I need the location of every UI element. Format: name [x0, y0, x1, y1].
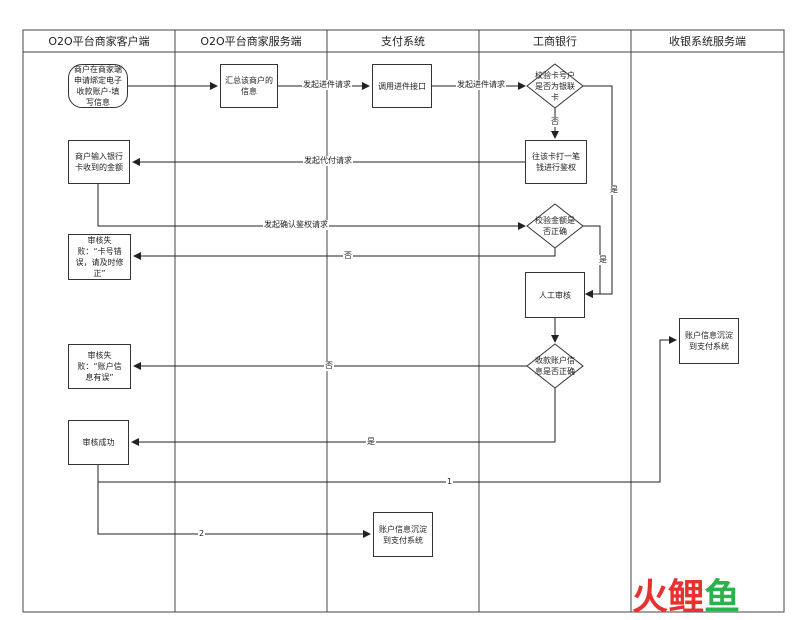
check-account-text: 收款账户信 息是否正确 [535, 356, 575, 376]
swimlane-frame [22, 29, 785, 613]
fail-card-node: 审核失 败：“卡号错 误，请及时修 正” [68, 234, 131, 280]
edge-checkamount-fail [133, 248, 556, 260]
edge-label-e6: 发起确认鉴权请求 [263, 220, 329, 230]
debit-node: 往该卡打一笔 钱进行鉴权 [525, 140, 587, 184]
edge-label-e1: 发起进件请求 [302, 80, 352, 90]
edge-label-e12: 2 [198, 529, 206, 539]
edge-label-e11: 1 [446, 477, 454, 487]
check-card-text: 校验卡号户 是否为银联 卡 [535, 70, 575, 102]
lane-header-merchant-server: O2O平台商家服务端 [200, 35, 302, 48]
edge-label-e3: 否 [550, 117, 560, 127]
summary-node: 汇总该商户的 信息 [220, 64, 278, 108]
watermark-char-2: 鲤 [668, 577, 705, 618]
lane-header-icbc: 工商银行 [533, 35, 577, 48]
edges [97, 82, 677, 538]
lane-header-cashier-server: 收银系统服务端 [669, 35, 746, 48]
edge-input-checkamount [97, 184, 526, 230]
sync-pay-node: 账户信息沉淀 到支付系统 [373, 512, 433, 557]
success-node: 审核成功 [68, 420, 129, 465]
edge-checkaccount-success [131, 388, 556, 446]
edge-label-e2: 发起进件请求 [456, 80, 506, 90]
fail-account-node: 审核失 败：“账户信 息有误” [68, 344, 131, 389]
sync-cashier-node: 账户信息沉淀 到支付系统 [679, 318, 739, 364]
edge-label-e10: 是 [366, 437, 376, 447]
edge-success-cashier [97, 336, 677, 483]
watermark-char-1: 火 [632, 577, 669, 618]
edge-label-e8: 是 [598, 255, 608, 265]
call-api-node: 调用进件接口 [372, 64, 432, 108]
input-amount-node: 商户输入银行 卡收到的金额 [68, 140, 130, 184]
edge-success-pay [97, 482, 371, 538]
manual-review-node: 人工审核 [525, 272, 585, 318]
edge-label-e4: 是 [609, 185, 619, 195]
start-node: 商户在商家端 申请绑定电子 收款账户-填 写信息 [68, 64, 128, 108]
lane-header-payment-system: 支付系统 [381, 35, 425, 48]
watermark-char-3: 鱼 [704, 577, 741, 618]
edge-label-e7: 否 [343, 251, 353, 261]
lane-header-merchant-client: O2O平台商家客户端 [48, 35, 150, 48]
edge-label-e9: 否 [324, 361, 334, 371]
edge-label-e5: 发起代付请求 [303, 156, 353, 166]
check-amount-text: 校验金额是 否正确 [535, 216, 575, 236]
watermark-logo: 火鲤鱼 [632, 568, 740, 620]
